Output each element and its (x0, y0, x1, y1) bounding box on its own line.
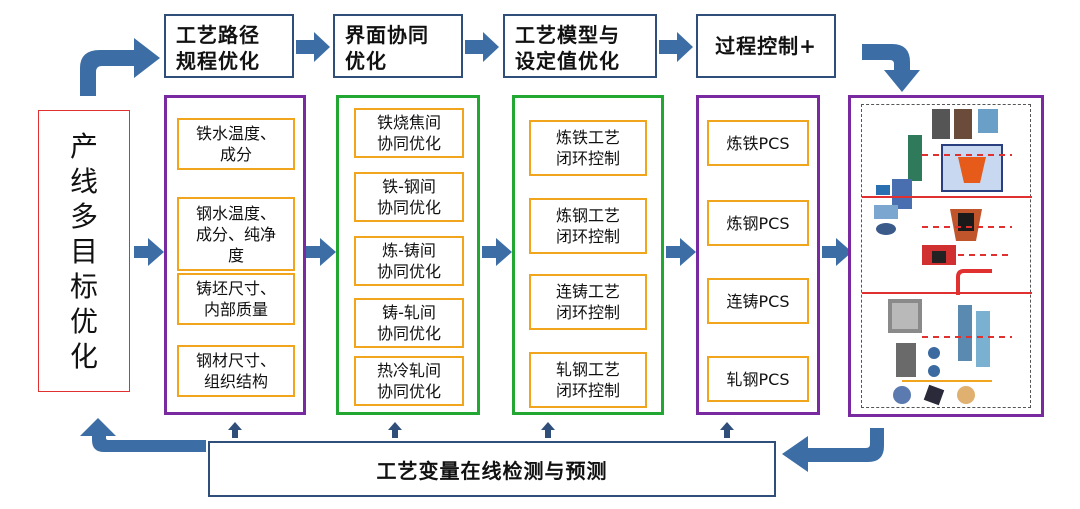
arrow-up-icon (388, 422, 402, 438)
interface-coordination-column: 铁烧焦间 协同优化 铁-钢间 协同优化 炼-铸间 协同优化 铸-轧间 协同优化 … (336, 95, 480, 415)
left-label-char: 多 (69, 199, 98, 233)
pcs-item: 轧钢PCS (707, 356, 809, 402)
plant-equipment-icon (862, 109, 1032, 406)
pcs-item: 炼钢PCS (707, 200, 809, 246)
plant-inner-frame (861, 104, 1032, 408)
arrow-right-icon (822, 238, 852, 266)
arrow-right-icon (666, 238, 696, 266)
production-line-objective-box: 产 线 多 目 标 优 化 (38, 110, 130, 392)
curved-arrow-left-icon (80, 418, 206, 452)
quality-item: 铁水温度、 成分 (177, 118, 295, 170)
closed-loop-control-column: 炼铁工艺 闭环控制 炼钢工艺 闭环控制 连铸工艺 闭环控制 轧钢工艺 闭环控制 (512, 95, 664, 415)
curved-arrow-down-icon (862, 44, 920, 92)
header-process-model: 工艺模型与 设定值优化 (503, 14, 657, 78)
closed-loop-item: 炼铁工艺 闭环控制 (529, 120, 647, 176)
curved-arrow-left-icon (782, 428, 884, 472)
arrow-right-icon (134, 238, 164, 266)
curved-arrow-up-icon (80, 38, 160, 96)
arrow-right-icon (306, 238, 336, 266)
steel-plant-illustration (848, 95, 1044, 417)
arrow-right-icon (482, 238, 512, 266)
pcs-column: 炼铁PCS 炼钢PCS 连铸PCS 轧钢PCS (696, 95, 820, 415)
interface-item: 热冷轧间 协同优化 (354, 356, 464, 406)
quality-item: 钢材尺寸、 组织结构 (177, 345, 295, 397)
quality-item: 钢水温度、 成分、纯净 度 (177, 197, 295, 271)
arrow-right-icon (296, 32, 330, 62)
left-label-char: 线 (69, 164, 98, 198)
closed-loop-item: 轧钢工艺 闭环控制 (529, 352, 647, 408)
pcs-item: 炼铁PCS (707, 120, 809, 166)
left-label-char: 化 (69, 339, 98, 373)
interface-item: 炼-铸间 协同优化 (354, 236, 464, 286)
arrow-up-icon (720, 422, 734, 438)
interface-item: 铁-钢间 协同优化 (354, 172, 464, 222)
header-interface-coordination: 界面协同 优化 (333, 14, 463, 78)
left-label-char: 产 (69, 129, 98, 163)
closed-loop-item: 炼钢工艺 闭环控制 (529, 198, 647, 254)
closed-loop-item: 连铸工艺 闭环控制 (529, 274, 647, 330)
arrow-right-icon (659, 32, 693, 62)
online-detection-box: 工艺变量在线检测与预测 (208, 441, 776, 497)
interface-item: 铸-轧间 协同优化 (354, 298, 464, 348)
arrow-right-icon (465, 32, 499, 62)
left-label-char: 目 (69, 234, 98, 268)
header-process-control: 过程控制+ (696, 14, 836, 78)
pcs-item: 连铸PCS (707, 278, 809, 324)
quality-targets-column: 铁水温度、 成分 钢水温度、 成分、纯净 度 铸坯尺寸、 内部质量 铸坯尺寸、 … (164, 95, 306, 415)
interface-item: 铁烧焦间 协同优化 (354, 108, 464, 158)
quality-item: 铸坯尺寸、 内部质量 (177, 273, 295, 325)
left-label-char: 优 (69, 304, 98, 338)
header-process-route: 工艺路径 规程优化 (164, 14, 294, 78)
arrow-up-icon (228, 422, 242, 438)
arrow-up-icon (541, 422, 555, 438)
left-label-char: 标 (69, 269, 98, 303)
